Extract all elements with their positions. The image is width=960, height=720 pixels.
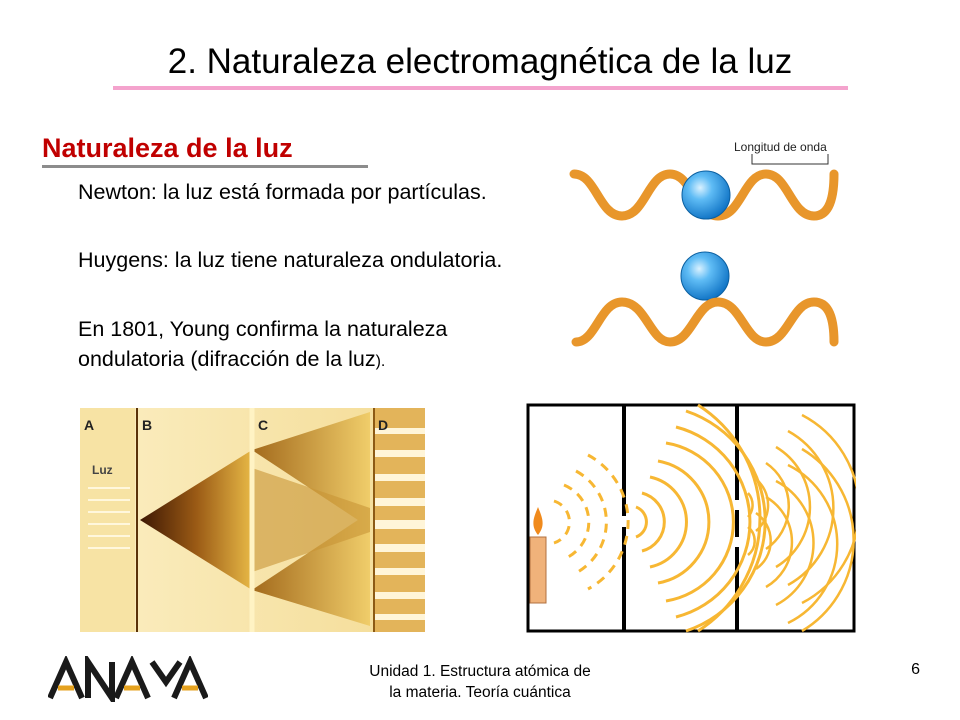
light-zone (80, 408, 135, 632)
label-a: A (84, 417, 94, 433)
page-number: 6 (911, 661, 920, 678)
particle-top (681, 170, 731, 220)
label-c: C (258, 417, 268, 433)
label-b: B (142, 417, 152, 433)
figure-frame (526, 403, 856, 633)
bullet-tail: ). (375, 353, 386, 370)
interference-fringes (373, 428, 425, 620)
candle-source (529, 507, 547, 604)
anaya-logo (48, 656, 208, 702)
overlap-region (252, 468, 370, 572)
wavelength-label: Longitud de onda (734, 140, 827, 154)
source-wavefronts (553, 453, 630, 591)
wave-bottom (571, 297, 839, 347)
young-diffraction-figure: A B C D Luz (80, 408, 425, 632)
diffraction-cone-1 (140, 450, 252, 590)
footer-line-2: la materia. Teoría cuántica (389, 684, 571, 701)
bullet-huygens: Huygens: la luz tiene naturaleza ondulat… (78, 245, 558, 275)
huygens-wavefront-figure (526, 403, 856, 633)
footer-line-1: Unidad 1. Estructura atómica de (369, 663, 591, 680)
slide-title: 2. Naturaleza electromagnética de la luz (167, 42, 793, 81)
section-heading: Naturaleza de la luz (42, 133, 293, 163)
bullet-text: Huygens: la luz tiene naturaleza ondulat… (78, 248, 503, 272)
bullet-newton: Newton: la luz está formada por partícul… (78, 177, 558, 207)
bullet-text: Newton: la luz está formada por partícul… (78, 180, 487, 204)
particle-bottom (680, 251, 730, 301)
bullet-text: En 1801, Young confirma la naturaleza on… (78, 317, 448, 371)
wavelength-bracket (751, 154, 829, 165)
footer-caption: Unidad 1. Estructura atómica de la mater… (330, 661, 630, 703)
bullet-young: En 1801, Young confirma la naturaleza on… (78, 314, 558, 377)
wave-particle-figure: Longitud de onda (569, 140, 839, 347)
slit-2-wavefronts (747, 413, 856, 633)
title-underline (113, 86, 848, 90)
light-rays (88, 487, 130, 549)
candle (529, 536, 547, 604)
flame-icon (533, 507, 543, 535)
section-underline (42, 165, 368, 168)
label-d: D (378, 417, 388, 433)
label-light: Luz (92, 463, 113, 477)
